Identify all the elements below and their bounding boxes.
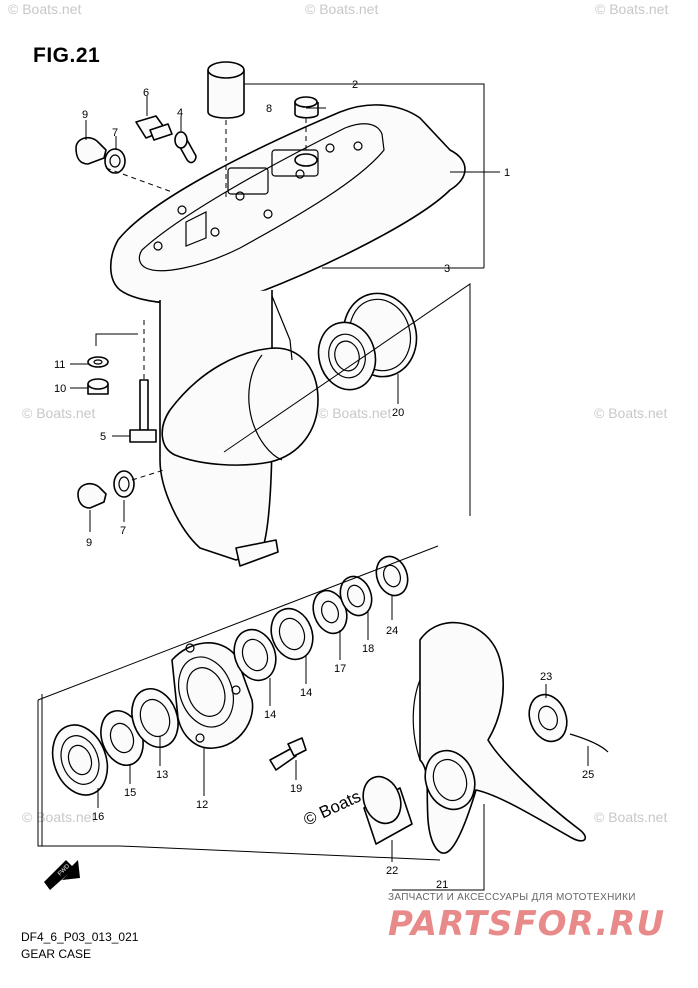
callout-13: 13: [156, 769, 168, 781]
nut-part-10: [87, 378, 109, 395]
callout-12: 12: [196, 799, 208, 811]
cap-part-8: [294, 96, 319, 167]
bearing-part-14: [270, 607, 314, 661]
spacer-part-22: [362, 775, 413, 845]
bearing-part-16: [51, 724, 109, 796]
callout-25: 25: [582, 769, 594, 781]
gasket-part-7: [104, 148, 126, 174]
gear-case-housing: [109, 104, 466, 567]
watermark: © Boats.net: [318, 405, 391, 421]
figure-code: DF4_6_P03_013_021: [21, 930, 139, 944]
washer-part-24: [375, 555, 409, 597]
fwd-arrow-icon: FWD: [44, 860, 80, 890]
bolt-part-19: [269, 737, 307, 771]
callout-14: 14: [264, 709, 276, 721]
bearing-part-14: [233, 628, 277, 682]
propeller-part-21: [412, 621, 587, 854]
propeller-shaft-housing-part-12: [171, 642, 254, 749]
drain-plug-part-9: [75, 136, 107, 165]
plug-part-4: [174, 131, 197, 164]
callout-2: 2: [352, 79, 358, 91]
callout-7: 7: [120, 525, 126, 537]
o-ring-part-13: [131, 688, 179, 748]
drain-plug-part-9: [77, 482, 107, 509]
watermark: © Boats.net: [22, 405, 95, 421]
callout-10: 10: [54, 383, 66, 395]
callout-5: 5: [100, 431, 106, 443]
callout-24: 24: [386, 625, 398, 637]
figure-title: FIG.21: [33, 44, 101, 67]
callout-6: 6: [143, 87, 149, 99]
callout-4: 4: [177, 107, 183, 119]
watermark: © Boats.net: [595, 1, 668, 17]
callout-9: 9: [82, 109, 88, 121]
bolt-part-5: [129, 379, 157, 443]
cotter-pin-part-25: [569, 733, 609, 753]
watermark: © Boats.net: [22, 809, 95, 825]
callout-7: 7: [112, 127, 118, 139]
callout-22: 22: [386, 865, 398, 877]
watermark: © Boats.net: [594, 405, 667, 421]
callout-11: 11: [54, 359, 65, 371]
callout-8: 8: [266, 103, 272, 115]
callouts: [37, 83, 589, 891]
callout-17: 17: [334, 663, 346, 675]
washer-part-18: [339, 575, 373, 617]
callout-21: 21: [436, 879, 448, 891]
callout-16: 16: [92, 811, 104, 823]
brand-logo: PARTSFOR.RU: [388, 904, 666, 944]
gasket-part-7: [113, 470, 135, 498]
callout-3: 3: [444, 263, 450, 275]
callout-23: 23: [540, 671, 552, 683]
washer-part-11: [87, 356, 109, 368]
callout-18: 18: [362, 643, 374, 655]
propeller-nut-part-23: [528, 693, 568, 743]
callout-9: 9: [86, 537, 92, 549]
bolt-part-6: [135, 115, 173, 141]
watermark: © Boats.net: [305, 1, 378, 17]
watermark: © Boats.net: [8, 1, 81, 17]
callout-19: 19: [290, 783, 302, 795]
brand-subtitle: ЗАПЧАСТИ И АКСЕССУАРЫ ДЛЯ МОТОТЕХНИКИ: [388, 892, 636, 903]
callout-20: 20: [392, 407, 404, 419]
bushing-part-2: [207, 61, 245, 200]
watermark: © Boats.net: [594, 809, 667, 825]
callout-14: 14: [300, 687, 312, 699]
figure-caption: GEAR CASE: [21, 947, 92, 961]
callout-15: 15: [124, 787, 136, 799]
bearing-part-3: [317, 321, 377, 391]
callout-1: 1: [504, 167, 510, 179]
